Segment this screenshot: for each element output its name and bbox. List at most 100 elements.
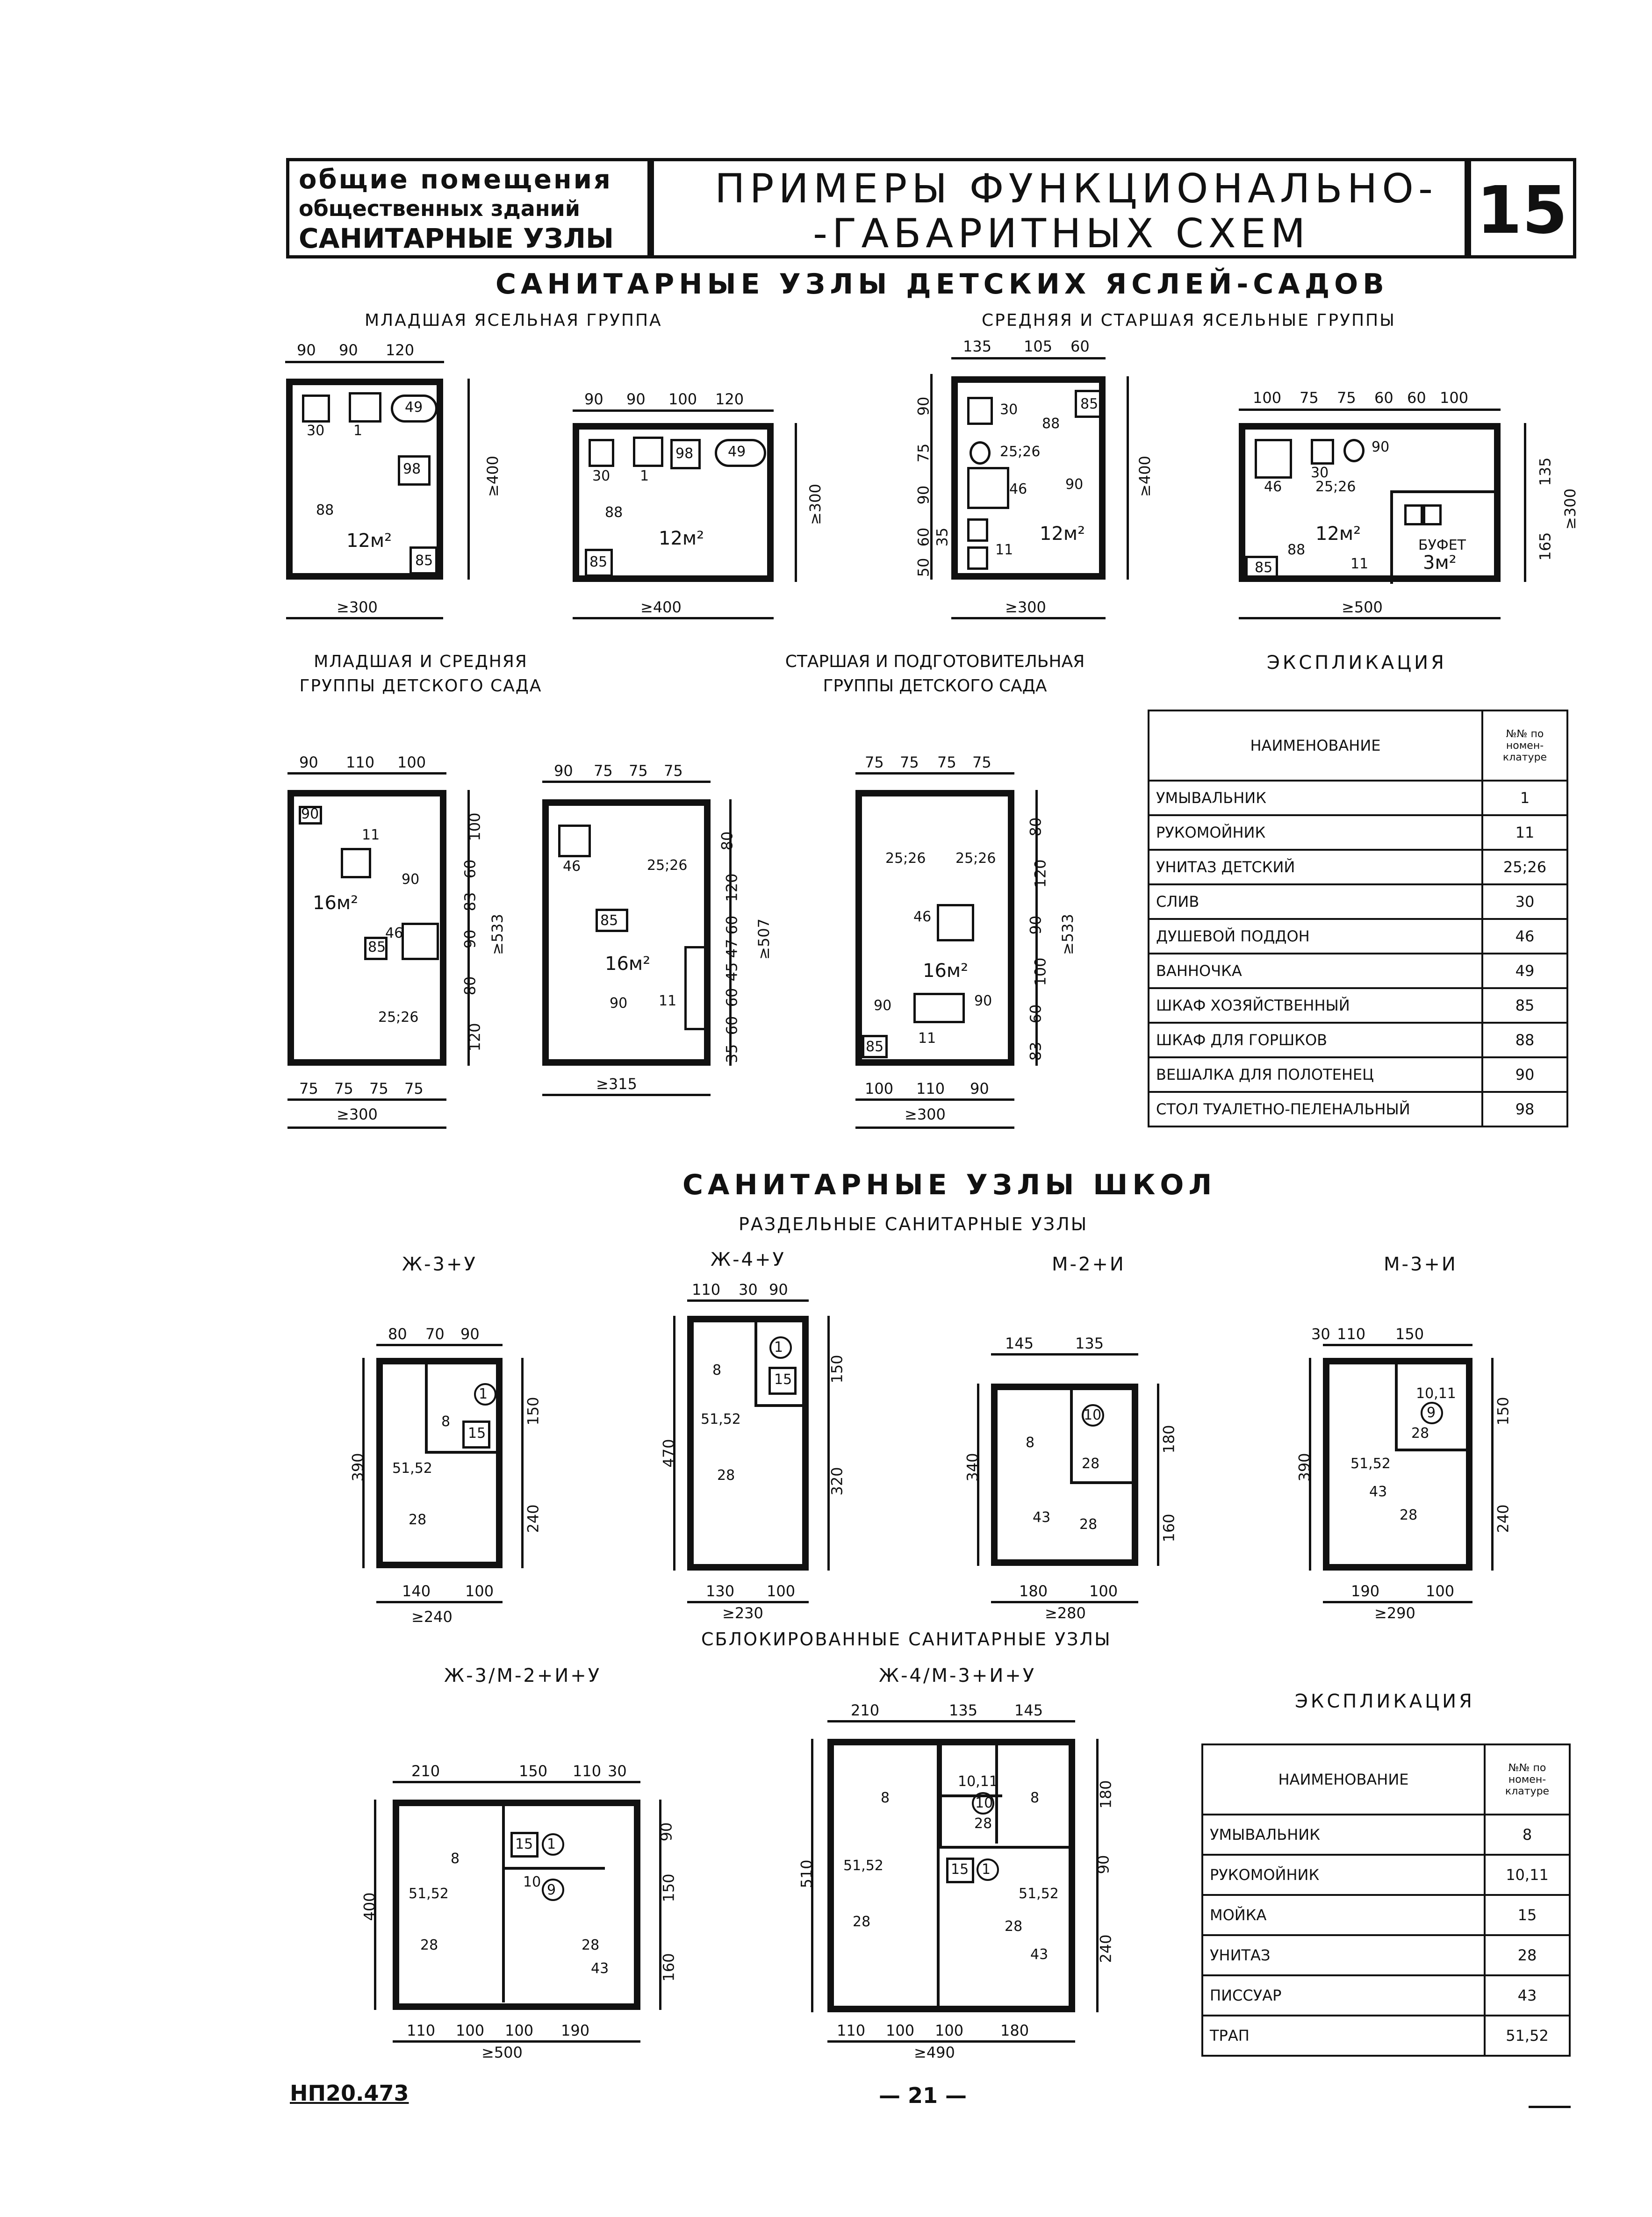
dim-label: 100 bbox=[865, 1080, 894, 1098]
item-label: 11 bbox=[659, 993, 677, 1009]
item-label: 85 bbox=[368, 939, 386, 955]
dim-label: 110 bbox=[692, 1281, 721, 1299]
row-name: ПИССУАР bbox=[1201, 1974, 1486, 2016]
item-label: 46 bbox=[563, 858, 581, 875]
dim-label: 75 bbox=[972, 753, 991, 771]
row-num: 51,52 bbox=[1484, 2015, 1571, 2057]
item-label: 28 bbox=[974, 1815, 992, 1832]
dimension-line bbox=[951, 357, 1106, 359]
item-label: 90 bbox=[301, 806, 319, 822]
dim-label: 100 bbox=[1426, 1582, 1455, 1600]
marker-circle bbox=[977, 1858, 999, 1881]
row-name: ТРАП bbox=[1201, 2015, 1486, 2057]
corner-mark bbox=[1529, 2106, 1571, 2108]
room-outline: 30 88 85 25;26 46 90 11 12м² bbox=[951, 376, 1106, 580]
dimension-line bbox=[542, 781, 711, 783]
row-name: УНИТАЗ ДЕТСКИЙ bbox=[1148, 849, 1483, 885]
item-label: 8 bbox=[1026, 1435, 1035, 1451]
room-outline: 30 1 98 49 88 85 12м² bbox=[573, 423, 774, 582]
dim-label: 45 bbox=[723, 962, 741, 982]
item-label: 51,52 bbox=[1350, 1456, 1391, 1472]
cabinet-symbol bbox=[596, 909, 628, 932]
category-line-3: САНИТАРНЫЕ УЗЛЫ bbox=[299, 222, 614, 254]
title-box: ПРИМЕРЫ ФУНКЦИОНАЛЬНО- -ГАБАРИТНЫХ СХЕМ bbox=[651, 158, 1468, 258]
dim-label: 180 bbox=[1160, 1425, 1178, 1454]
dim-label: 150 bbox=[519, 1762, 548, 1780]
dimension-line bbox=[1157, 1384, 1159, 1566]
row-name: ВАННОЧКА bbox=[1148, 953, 1483, 989]
partition-wall bbox=[754, 1322, 757, 1406]
dim-label: ≥290 bbox=[1374, 1604, 1415, 1622]
cabinet-symbol bbox=[585, 549, 613, 577]
dim-label: 60 bbox=[723, 988, 741, 1007]
table-symbol bbox=[398, 455, 431, 486]
dim-label: 100 bbox=[397, 753, 426, 771]
dim-label: 75 bbox=[1300, 389, 1319, 407]
item-label: 8 bbox=[451, 1851, 460, 1867]
item-label: 28 bbox=[1411, 1425, 1429, 1442]
item-label: 85 bbox=[415, 552, 433, 569]
sheet-number: 15 bbox=[1476, 172, 1568, 249]
partition-wall bbox=[425, 1451, 502, 1454]
marker-circle bbox=[542, 1879, 564, 1901]
dim-label: 140 bbox=[402, 1582, 431, 1600]
dim-label: ≥533 bbox=[1058, 914, 1077, 955]
item-label: 28 bbox=[717, 1467, 735, 1484]
row-num: 11 bbox=[1481, 814, 1568, 851]
school-plan-label: Ж-3/М-2+И+У bbox=[444, 1665, 602, 1686]
item-label: 8 bbox=[712, 1362, 722, 1378]
item-label: 1 bbox=[547, 1836, 556, 1852]
item-label: 90 bbox=[1065, 476, 1084, 493]
item-label: 11 bbox=[1350, 556, 1369, 572]
dim-label: 60 bbox=[914, 527, 933, 547]
toilet-symbol bbox=[970, 441, 991, 465]
room-area: 12м² bbox=[659, 528, 704, 549]
dim-label: ≥490 bbox=[914, 2044, 955, 2061]
item-label: 85 bbox=[600, 912, 618, 929]
dim-label: ≥315 bbox=[596, 1075, 637, 1093]
dim-label: 145 bbox=[1014, 1701, 1043, 1719]
item-label: 9 bbox=[547, 1882, 556, 1898]
dimension-line bbox=[687, 1299, 809, 1302]
partition-wall bbox=[937, 1846, 1072, 1849]
dim-label: 120 bbox=[723, 873, 741, 902]
sink-row-symbol bbox=[684, 946, 708, 1030]
group-kg-junior-line1: МЛАДШАЯ И СРЕДНЯЯ bbox=[314, 652, 528, 671]
dim-label: 180 bbox=[1097, 1780, 1115, 1809]
cabinet-symbol bbox=[1245, 556, 1278, 579]
item-label: 15 bbox=[774, 1371, 792, 1388]
group-kg-junior-line2: ГРУППЫ ДЕТСКОГО САДА bbox=[299, 676, 542, 696]
item-label: 28 bbox=[1005, 1918, 1023, 1935]
item-label: 10 bbox=[975, 1795, 993, 1811]
marker-circle bbox=[769, 1336, 792, 1359]
dim-label: 100 bbox=[767, 1582, 796, 1600]
dim-label: 240 bbox=[1494, 1504, 1512, 1533]
dim-label: 30 bbox=[608, 1762, 627, 1780]
dim-label: 90 bbox=[1094, 1855, 1113, 1874]
dim-label: 390 bbox=[349, 1453, 367, 1482]
buffet-label: БУФЕТ bbox=[1418, 537, 1466, 553]
item-label: 15 bbox=[515, 1836, 533, 1852]
title-line-2: -ГАБАРИТНЫХ СХЕМ bbox=[813, 210, 1310, 257]
row-num: 30 bbox=[1481, 883, 1568, 920]
dim-label: 180 bbox=[1000, 2022, 1029, 2039]
item-label: 88 bbox=[316, 502, 334, 518]
dimension-line bbox=[1127, 376, 1129, 580]
item-label: 25;26 bbox=[885, 850, 926, 867]
dim-label: 135 bbox=[949, 1701, 978, 1719]
dim-label: ≥300 bbox=[337, 598, 378, 616]
dimension-line bbox=[393, 2040, 640, 2043]
dimension-line bbox=[673, 1316, 675, 1571]
bath-symbol bbox=[391, 395, 438, 423]
dim-label: 80 bbox=[461, 976, 479, 996]
dimension-line bbox=[687, 1601, 809, 1603]
toilet-symbol bbox=[1343, 439, 1365, 462]
dim-label: 160 bbox=[1160, 1514, 1178, 1543]
dimension-line bbox=[659, 1800, 661, 2010]
room-area: 12м² bbox=[346, 530, 392, 552]
partition-wall bbox=[1390, 490, 1393, 584]
dimension-line bbox=[467, 790, 470, 1066]
dim-label: 160 bbox=[660, 1953, 678, 1982]
